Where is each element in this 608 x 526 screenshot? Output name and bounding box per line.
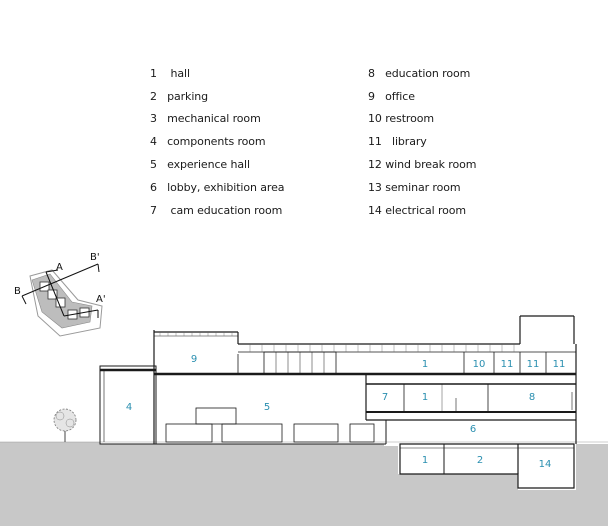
legend-label: components room <box>167 135 266 148</box>
legend-num: 2 <box>150 90 157 103</box>
legend-num: 5 <box>150 158 157 171</box>
legend-label: experience hall <box>167 158 250 171</box>
legend-label: cam education room <box>170 204 283 217</box>
room-label-parking: 2 <box>477 455 483 466</box>
legend-item-12: 12 wind break room <box>368 158 476 171</box>
legend-num: 9 <box>368 90 375 103</box>
legend-label: parking <box>167 90 209 103</box>
legend-item-2: 2 parking <box>150 90 208 103</box>
legend-label: mechanical room <box>167 112 261 125</box>
room-label-hall-mid: 1 <box>422 392 428 403</box>
legend-num: 11 <box>368 135 382 148</box>
legend-num: 6 <box>150 181 157 194</box>
key-label-a: A <box>56 262 63 273</box>
legend-item-8: 8 education room <box>368 67 470 80</box>
legend-num: 10 <box>368 112 382 125</box>
key-plan: A B' B A' <box>14 252 106 337</box>
legend-num: 13 <box>368 181 382 194</box>
room-label-education: 8 <box>529 392 535 403</box>
room-label-library-c: 11 <box>553 359 566 370</box>
room-label-library-a: 11 <box>501 359 514 370</box>
room-label-electrical: 14 <box>539 459 552 470</box>
legend-num: 1 <box>150 67 157 80</box>
ground <box>0 442 608 526</box>
room-labels: 9 4 5 1 10 11 11 11 7 1 8 6 1 2 14 <box>126 354 566 470</box>
legend-item-4: 4 components room <box>150 135 266 148</box>
legend-item-6: 6 lobby, exhibition area <box>150 181 285 194</box>
main-building <box>153 315 577 445</box>
legend-label: office <box>385 90 415 103</box>
legend-item-11: 11 library <box>368 135 427 148</box>
legend: 1 hall 2 parking 3 mechanical room 4 com… <box>146 64 506 224</box>
legend-label: wind break room <box>385 158 477 171</box>
legend-label: lobby, exhibition area <box>167 181 285 194</box>
room-label-components: 4 <box>126 402 132 413</box>
legend-item-7: 7 cam education room <box>150 204 282 217</box>
room-label-library-b: 11 <box>527 359 540 370</box>
room-label-cam-education: 7 <box>382 392 388 403</box>
ceiling-hatch <box>159 332 515 352</box>
legend-label: hall <box>170 67 191 80</box>
legend-num: 3 <box>150 112 157 125</box>
legend-label: seminar room <box>385 181 461 194</box>
legend-item-3: 3 mechanical room <box>150 112 261 125</box>
legend-item-5: 5 experience hall <box>150 158 250 171</box>
legend-item-13: 13 seminar room <box>368 181 461 194</box>
key-label-b: B <box>14 286 21 297</box>
legend-item-14: 14 electrical room <box>368 204 466 217</box>
legend-label: library <box>392 135 427 148</box>
legend-num: 4 <box>150 135 157 148</box>
legend-num: 8 <box>368 67 375 80</box>
legend-num: 12 <box>368 158 382 171</box>
legend-item-9: 9 office <box>368 90 415 103</box>
key-label-b-prime: B' <box>90 252 100 263</box>
legend-label: electrical room <box>385 204 467 217</box>
legend-label: education room <box>385 67 471 80</box>
room-label-restroom: 10 <box>473 359 486 370</box>
basement <box>399 443 575 489</box>
components-wing <box>99 365 157 445</box>
room-label-office: 9 <box>191 354 197 365</box>
legend-num: 7 <box>150 204 157 217</box>
room-label-hall-basement: 1 <box>422 455 428 466</box>
legend-item-10: 10 restroom <box>368 112 434 125</box>
room-label-hall-upper: 1 <box>422 359 428 370</box>
legend-num: 14 <box>368 204 382 217</box>
room-label-experience: 5 <box>264 402 270 413</box>
legend-label: restroom <box>385 112 434 125</box>
tree-icon <box>53 408 77 442</box>
legend-item-1: 1 hall <box>150 67 190 80</box>
key-label-a-prime: A' <box>96 294 106 305</box>
room-label-lobby: 6 <box>470 424 476 435</box>
